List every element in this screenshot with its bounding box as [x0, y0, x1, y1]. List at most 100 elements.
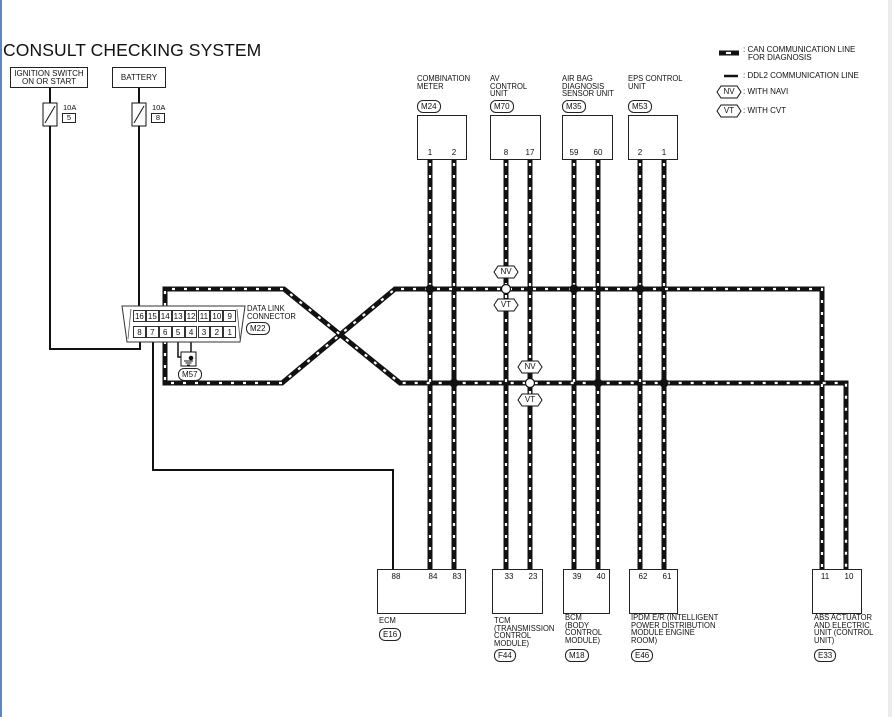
option-junctions: [500, 283, 536, 389]
dlc-pin: 11: [197, 310, 211, 322]
pin-number: 1: [661, 148, 667, 157]
unit-label-line: TCM: [494, 616, 511, 625]
dlc-pin: 4: [184, 326, 198, 338]
dlc-pin: 16: [133, 310, 146, 322]
junction-dot: [659, 378, 669, 388]
connector-badge: M24: [417, 100, 441, 113]
legend-ddl2: : DDL2 COMMUNICATION LINE: [743, 72, 859, 80]
legend-sep: :: [743, 87, 746, 96]
legend-sep: :: [743, 71, 746, 80]
dlc-pin: 14: [158, 310, 172, 322]
unit-label-line: MODULE): [565, 635, 601, 645]
dlc-pin: 6: [158, 326, 172, 338]
connector-badge: E16: [379, 628, 402, 641]
legend-nv-text: WITH NAVI: [747, 87, 789, 96]
dlc-pin: 9: [223, 310, 237, 322]
dlc-pin: 1: [223, 326, 237, 338]
nv-hex-lower: [517, 360, 543, 374]
unit-label-line: ABS ACTUATOR: [814, 613, 873, 622]
connector-badge: M18: [565, 649, 589, 662]
optional-junction: [524, 377, 536, 389]
nv-marker-upper: NV: [500, 267, 512, 276]
pin-number: 33: [504, 572, 514, 581]
battery-fuse-rating: 10A: [152, 103, 166, 112]
can-path-pin14-dash: [163, 287, 848, 569]
unit-label-line: MODULE): [494, 638, 530, 648]
legend-can-text-2: FOR DIAGNOSIS: [748, 52, 812, 62]
pin-number: 59: [569, 148, 579, 157]
option-hex-shapes: [493, 85, 742, 407]
optional-junction: [500, 283, 512, 295]
connector-badge: F44: [494, 649, 516, 662]
unit-label-line: ROOM): [631, 635, 658, 645]
unit-label-line: AIR BAG: [562, 74, 593, 83]
pin-number: 83: [452, 572, 462, 581]
dlc-pin: 10: [210, 310, 224, 322]
top-unit-box: [628, 115, 678, 160]
unit-label-line: AND ELECTRIC: [814, 620, 870, 630]
ground-icon: [180, 351, 197, 367]
pin-number: 2: [451, 148, 457, 157]
pin-number: 8: [503, 148, 509, 157]
bottom-unit-box: [377, 569, 466, 614]
legend-can: : CAN COMMUNICATION LINE FOR DIAGNOSIS: [743, 45, 856, 62]
dlc-label: DATA LINK CONNECTOR: [247, 305, 296, 320]
dlc-pin: 5: [171, 326, 185, 338]
top-unit-box: [417, 115, 467, 160]
pin-number: 84: [428, 572, 438, 581]
ignition-fuse-rating: 10A: [63, 103, 77, 112]
legend-nv: : WITH NAVI: [743, 88, 788, 96]
connector-badge: M35: [562, 100, 586, 113]
vt-marker-lower: VT: [524, 395, 536, 404]
connector-badge: M53: [628, 100, 652, 113]
connector-badge: E46: [631, 649, 654, 662]
bottom-unit-box: [492, 569, 543, 614]
unit-label-line: SENSOR UNIT: [562, 89, 614, 99]
unit-label-line: AV: [490, 74, 500, 83]
unit-label-line: EPS CONTROL: [628, 74, 683, 83]
ddl2-wire-pin7-to-ecm-88: [152, 341, 394, 569]
nv-hex-legend: [716, 85, 742, 99]
pin-number: 39: [572, 572, 582, 581]
ignition-label-2: ON OR START: [22, 77, 76, 86]
unit-label-line: CONTROL: [494, 631, 532, 641]
vt-hex-upper: [493, 298, 519, 312]
unit-label-line: (TRANSMISSION: [494, 623, 555, 633]
dlc-pin: 15: [145, 310, 159, 322]
legend-can-text: CAN COMMUNICATION LINE: [747, 45, 856, 54]
ddl2-and-power-wires: [49, 87, 394, 569]
dlc-inner-left: [127, 308, 132, 340]
nv-marker-lower: NV: [524, 362, 536, 371]
unit-label-line: METER: [417, 81, 444, 91]
unit-label-line: (BODY: [565, 620, 590, 630]
pin-number: 62: [638, 572, 648, 581]
pin-number: 1: [427, 148, 433, 157]
pin-number: 10: [844, 572, 854, 581]
fuse-icon-battery-slash: [133, 105, 145, 124]
unit-label-line: UNIT: [490, 89, 508, 99]
top-unit-box: [562, 115, 613, 160]
junction-dot: [449, 378, 459, 388]
legend-nv-badge: NV: [723, 87, 735, 96]
ignition-switch-box: IGNITION SWITCH ON OR START: [10, 67, 88, 88]
dlc-pin: 13: [171, 310, 185, 322]
junctions: [425, 284, 669, 388]
dlc-inner-right: [236, 308, 241, 340]
window-left-edge: [0, 0, 2, 717]
dlc-pin: 2: [210, 326, 224, 338]
unit-label-line: BCM: [565, 613, 582, 622]
dlc-label-line: CONNECTOR: [247, 311, 296, 321]
dlc-label-line: DATA LINK: [247, 304, 285, 313]
scrollbar-track[interactable]: [888, 0, 892, 717]
legend-sep: :: [743, 106, 746, 115]
pin-number: 60: [593, 148, 603, 157]
top-unit-box: [490, 115, 541, 160]
junction-dot: [635, 284, 645, 294]
ignition-wire-to-dlc-pin8: [49, 126, 141, 350]
unit-label-line: MODULE ENGINE: [631, 628, 695, 638]
